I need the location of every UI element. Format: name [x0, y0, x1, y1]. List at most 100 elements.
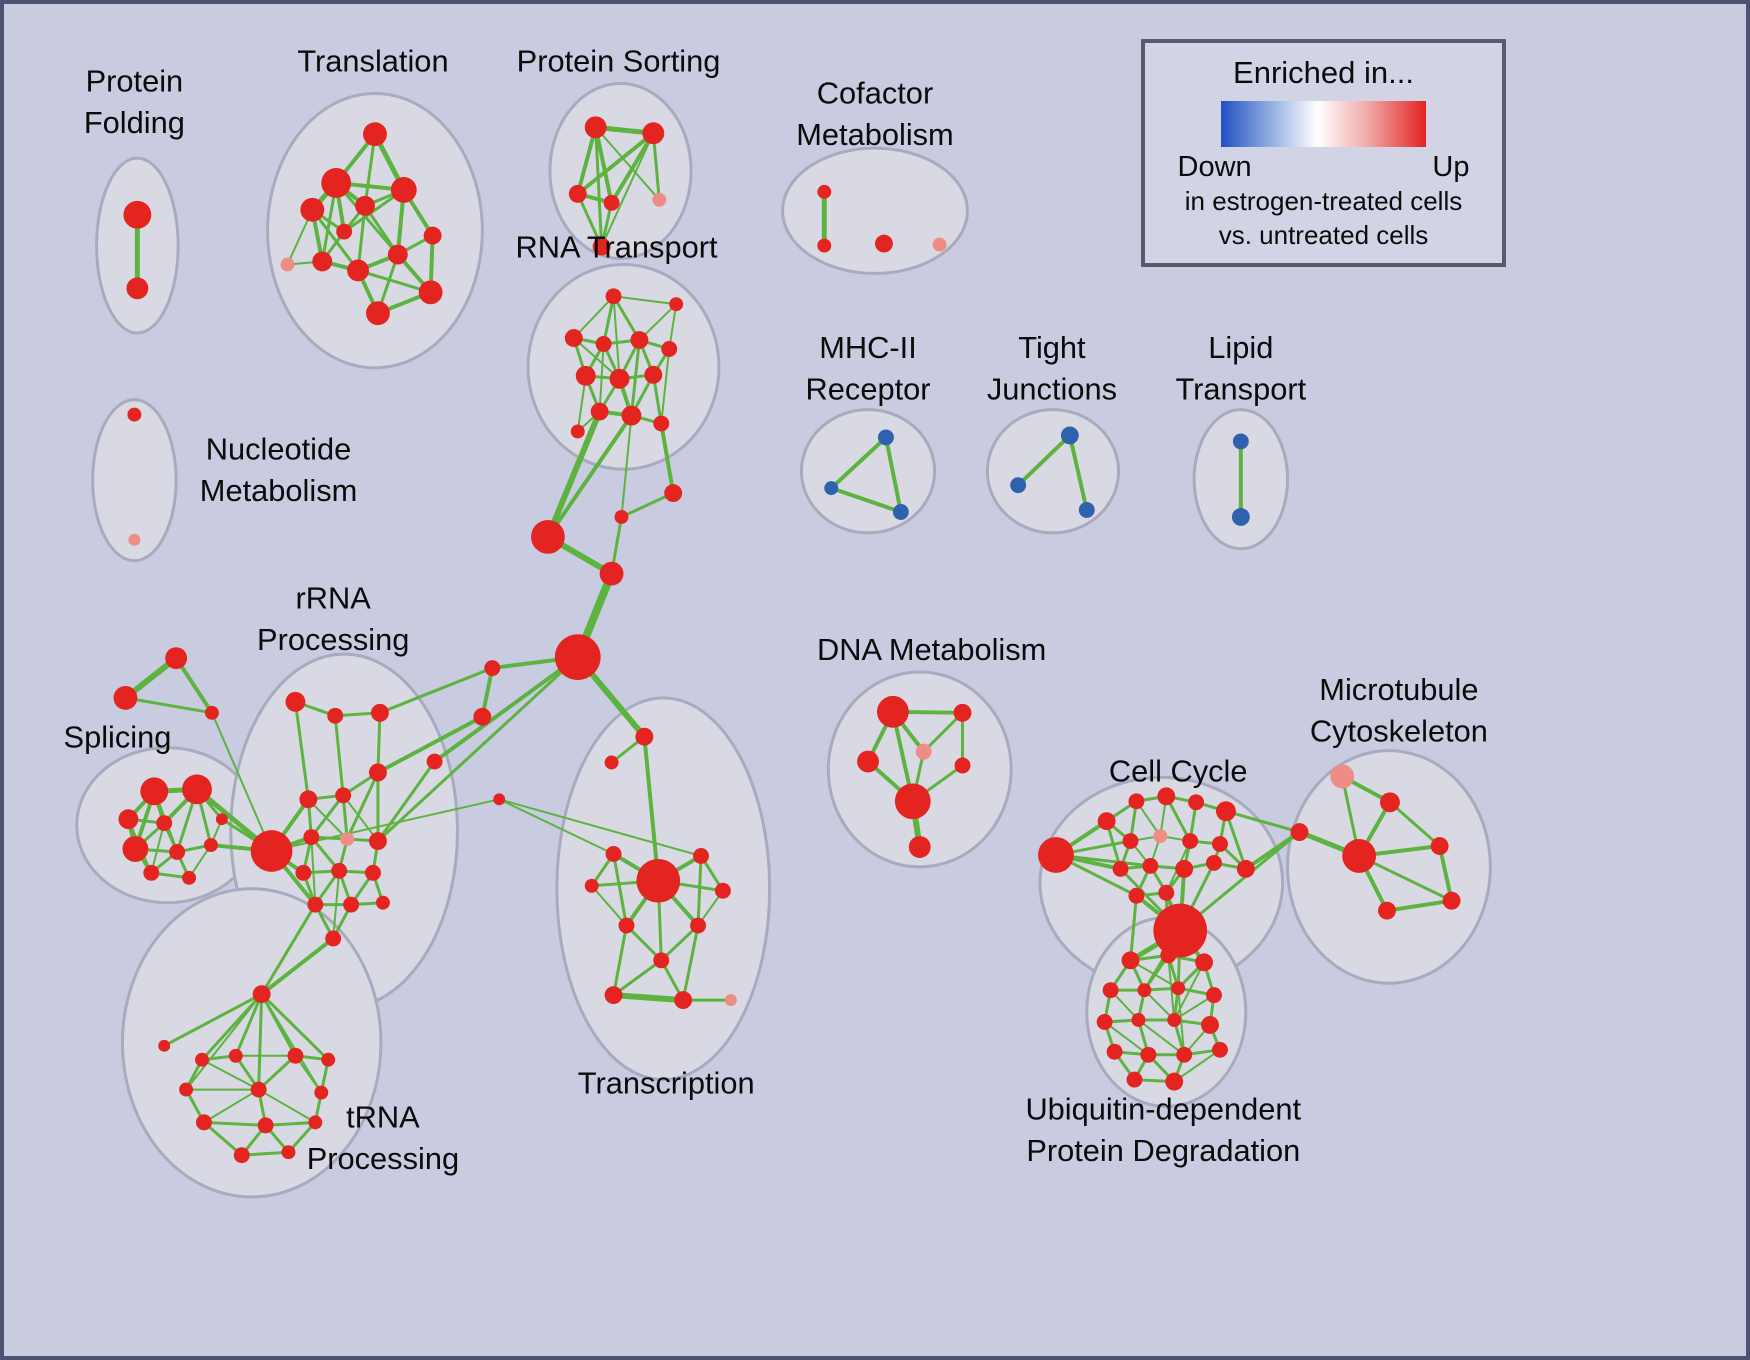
gene-set-node-cell-cycle[interactable]: [1122, 833, 1139, 849]
gene-set-node-translation[interactable]: [321, 168, 352, 198]
gene-set-node-protein-sorting[interactable]: [603, 194, 620, 211]
gene-set-node-connectors[interactable]: [664, 484, 683, 503]
gene-set-node-microtubule-cytoskeleton[interactable]: [1430, 837, 1449, 855]
gene-set-node-tight-junctions[interactable]: [1078, 502, 1095, 518]
gene-set-node-trna-processing[interactable]: [281, 1145, 296, 1160]
gene-set-node-tight-junctions[interactable]: [1010, 477, 1027, 494]
gene-set-node-trna-processing[interactable]: [252, 985, 271, 1004]
gene-set-node-rrna-processing[interactable]: [307, 896, 324, 913]
gene-set-node-dna-metabolism[interactable]: [894, 783, 931, 820]
gene-set-node-transcription[interactable]: [584, 878, 599, 893]
gene-set-node-tight-junctions[interactable]: [1060, 426, 1079, 445]
gene-set-node-splicing[interactable]: [182, 774, 212, 805]
gene-set-node-rrna-processing[interactable]: [285, 691, 306, 712]
gene-set-node-ubiquitin-degradation[interactable]: [1096, 1014, 1113, 1030]
gene-set-node-ubiquitin-degradation[interactable]: [1106, 1043, 1123, 1060]
gene-set-node-translation[interactable]: [347, 259, 369, 282]
gene-set-node-transcription[interactable]: [724, 994, 737, 1007]
gene-set-node-trna-processing[interactable]: [233, 1147, 250, 1164]
gene-set-node-translation[interactable]: [355, 195, 375, 216]
gene-set-node-ubiquitin-degradation[interactable]: [1126, 1071, 1143, 1088]
gene-set-node-rna-transport[interactable]: [564, 329, 583, 347]
gene-set-node-mhc-ii-receptor[interactable]: [892, 504, 909, 520]
gene-set-node-trna-processing[interactable]: [195, 1052, 209, 1067]
gene-set-node-cell-cycle[interactable]: [1158, 884, 1175, 901]
gene-set-node-protein-sorting[interactable]: [592, 237, 611, 256]
gene-set-node-connectors[interactable]: [426, 753, 443, 770]
gene-set-node-rrna-processing[interactable]: [343, 896, 360, 913]
gene-set-node-cofactor-metabolism[interactable]: [817, 184, 832, 199]
gene-set-node-rna-transport[interactable]: [590, 402, 609, 421]
gene-set-node-lipid-transport[interactable]: [1232, 433, 1249, 450]
gene-set-node-ubiquitin-degradation[interactable]: [1160, 947, 1177, 964]
gene-set-node-cell-cycle[interactable]: [1153, 829, 1168, 844]
gene-set-node-connectors[interactable]: [493, 793, 506, 806]
gene-set-node-dna-metabolism[interactable]: [857, 750, 879, 773]
gene-set-node-translation[interactable]: [336, 223, 353, 240]
gene-set-node-rna-transport[interactable]: [621, 405, 642, 426]
gene-set-node-splicing[interactable]: [143, 864, 160, 881]
gene-set-node-transcription[interactable]: [693, 848, 709, 864]
gene-set-node-cofactor-metabolism[interactable]: [932, 237, 947, 252]
gene-set-node-ubiquitin-degradation[interactable]: [1171, 981, 1186, 996]
gene-set-node-connectors[interactable]: [531, 519, 565, 554]
gene-set-node-rrna-processing[interactable]: [368, 763, 387, 782]
gene-set-node-transcription[interactable]: [604, 986, 623, 1005]
gene-set-node-cell-cycle[interactable]: [1128, 793, 1145, 810]
gene-set-node-microtubule-cytoskeleton[interactable]: [1442, 891, 1461, 910]
gene-set-node-rrna-processing[interactable]: [295, 864, 312, 881]
gene-set-node-ubiquitin-degradation[interactable]: [1140, 1046, 1157, 1063]
gene-set-node-trna-processing[interactable]: [257, 1117, 274, 1134]
gene-set-node-rna-transport[interactable]: [661, 341, 678, 357]
gene-set-node-transcription[interactable]: [653, 952, 670, 969]
gene-set-node-rrna-processing[interactable]: [335, 787, 352, 804]
gene-set-node-protein-sorting[interactable]: [652, 192, 667, 207]
gene-set-node-splicing-satellite[interactable]: [204, 705, 219, 720]
gene-set-node-lipid-transport[interactable]: [1231, 508, 1250, 526]
gene-set-node-splicing[interactable]: [156, 815, 173, 832]
gene-set-node-ubiquitin-degradation[interactable]: [1212, 1041, 1228, 1058]
gene-set-node-rna-transport[interactable]: [644, 365, 663, 384]
gene-set-node-ubiquitin-degradation[interactable]: [1195, 953, 1213, 972]
gene-set-node-dna-metabolism[interactable]: [954, 757, 971, 774]
gene-set-node-trna-processing[interactable]: [314, 1085, 329, 1100]
gene-set-node-transcription[interactable]: [636, 858, 681, 903]
gene-set-node-cell-cycle[interactable]: [1212, 836, 1228, 852]
gene-set-node-translation[interactable]: [312, 251, 333, 272]
gene-set-node-rrna-processing[interactable]: [331, 862, 348, 879]
gene-set-node-mhc-ii-receptor[interactable]: [877, 429, 894, 446]
gene-set-node-splicing[interactable]: [215, 813, 228, 826]
gene-set-node-rrna-processing[interactable]: [325, 930, 342, 947]
gene-set-node-protein-sorting[interactable]: [568, 184, 587, 203]
gene-set-node-splicing-satellite[interactable]: [113, 685, 138, 710]
gene-set-node-cell-cycle[interactable]: [1153, 903, 1208, 958]
gene-set-node-nucleotide-metabolism[interactable]: [128, 533, 141, 546]
gene-set-node-trna-processing[interactable]: [250, 1081, 267, 1098]
gene-set-node-rna-transport[interactable]: [669, 297, 684, 312]
gene-set-node-cell-cycle[interactable]: [1157, 787, 1176, 806]
gene-set-node-ubiquitin-degradation[interactable]: [1165, 1072, 1184, 1091]
gene-set-node-ubiquitin-degradation[interactable]: [1167, 1013, 1182, 1027]
gene-set-node-rrna-processing[interactable]: [340, 832, 355, 847]
gene-set-node-translation[interactable]: [366, 301, 390, 326]
gene-set-node-protein-folding[interactable]: [123, 200, 152, 229]
gene-set-node-transcription[interactable]: [674, 991, 693, 1010]
gene-set-node-ubiquitin-degradation[interactable]: [1201, 1016, 1219, 1034]
gene-set-node-ubiquitin-degradation[interactable]: [1206, 987, 1222, 1004]
gene-set-node-rna-transport[interactable]: [575, 365, 596, 386]
gene-set-node-microtubule-cytoskeleton[interactable]: [1342, 839, 1377, 873]
gene-set-node-trna-processing[interactable]: [196, 1114, 212, 1131]
gene-set-node-splicing[interactable]: [169, 844, 186, 860]
gene-set-node-cell-cycle[interactable]: [1215, 801, 1236, 822]
gene-set-node-trna-processing[interactable]: [228, 1048, 243, 1063]
gene-set-node-protein-folding[interactable]: [126, 277, 149, 300]
gene-set-node-transcription[interactable]: [714, 882, 731, 899]
gene-set-node-rrna-processing[interactable]: [299, 790, 318, 809]
gene-set-node-cofactor-metabolism[interactable]: [817, 238, 832, 253]
gene-set-node-splicing[interactable]: [122, 836, 149, 862]
gene-set-node-rrna-processing[interactable]: [327, 707, 344, 724]
gene-set-node-trna-processing[interactable]: [321, 1052, 336, 1067]
gene-set-node-splicing[interactable]: [118, 809, 139, 830]
gene-set-node-dna-metabolism[interactable]: [953, 703, 972, 722]
gene-set-node-rrna-processing[interactable]: [368, 832, 387, 850]
